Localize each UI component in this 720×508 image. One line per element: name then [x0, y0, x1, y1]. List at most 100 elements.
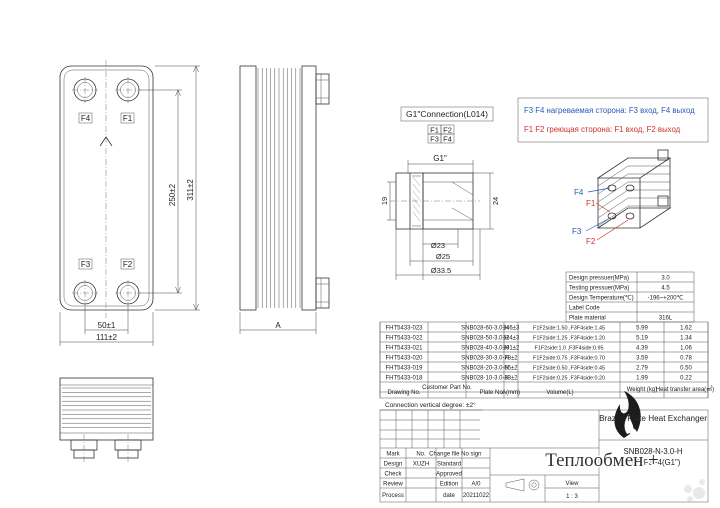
- iso-label-f1: F1: [586, 199, 596, 208]
- avito-watermark-icon: [684, 479, 705, 502]
- port-label-f2: F2: [123, 260, 133, 269]
- note-heating-side: F1 F2 греющая сторона: F1 вход, F2 выход: [524, 125, 681, 134]
- spec-row: Plate material 316L: [569, 316, 673, 322]
- svg-text:F1F2side:1.0 ,F3F4side:0.95: F1F2side:1.0 ,F3F4side:0.95: [535, 346, 604, 352]
- svg-text:Mark: Mark: [386, 452, 400, 458]
- svg-text:F4: F4: [443, 135, 452, 144]
- svg-text:SNB028-20-3.0-H: SNB028-20-3.0-H: [461, 366, 509, 372]
- svg-text:XUZH: XUZH: [413, 462, 429, 468]
- iso-label-f2: F2: [586, 237, 596, 246]
- svg-text:Design Temperature(℃): Design Temperature(℃): [569, 296, 634, 302]
- bottom-view: [59, 377, 154, 462]
- port-code: F1F2F3F4(G1"): [626, 458, 681, 467]
- dim-height: 250±2 311±2: [140, 65, 200, 311]
- iso-label-f4: F4: [574, 188, 584, 197]
- svg-text:SNB028-40-3.0-H: SNB028-40-3.0-H: [461, 346, 509, 352]
- svg-text:0.22: 0.22: [680, 376, 692, 382]
- svg-text:No.: No.: [416, 452, 426, 458]
- flow-arrow-icon: [99, 136, 113, 147]
- svg-text:78±2: 78±2: [504, 356, 518, 362]
- svg-text:Testing pressuer(MPa): Testing pressuer(MPa): [569, 286, 629, 292]
- model-table-header: Drawing No. Customer Part No. Plate No. …: [387, 385, 714, 396]
- svg-text:5.99: 5.99: [636, 326, 648, 332]
- dim-a-label: A: [275, 321, 281, 330]
- svg-text:5.19: 5.19: [636, 336, 648, 342]
- svg-text:124±3: 124±3: [503, 336, 520, 342]
- svg-text:4.39: 4.39: [636, 346, 648, 352]
- svg-text:FHT5433-018: FHT5433-018: [385, 376, 423, 382]
- svg-text:Heat transfer area(㎡): Heat transfer area(㎡): [656, 385, 714, 393]
- port-label-f1: F1: [123, 114, 133, 123]
- svg-text:1.62: 1.62: [680, 326, 692, 332]
- dim-19: 19: [380, 197, 389, 205]
- brand-watermark: Теплообмен + Теплообмен +: [544, 448, 705, 502]
- notes-box: F3 F4 нагреваемая сторона: F3 вход, F4 в…: [517, 97, 709, 143]
- svg-text:FHT5433-022: FHT5433-022: [385, 336, 423, 342]
- svg-text:F1F2side:0.25 ,F3F4side:0.20: F1F2side:0.25 ,F3F4side:0.20: [533, 376, 605, 382]
- dim-24: 24: [491, 197, 500, 205]
- svg-text:Edition: Edition: [440, 482, 458, 488]
- svg-text:Change file No: Change file No: [429, 452, 469, 458]
- svg-text:146±3: 146±3: [503, 326, 520, 332]
- svg-text:Process: Process: [382, 493, 404, 499]
- front-view: F4 F1 F3 F2 250±2 311±2 50±1: [59, 60, 200, 346]
- dim-width: 50±1 111±2: [59, 306, 154, 346]
- port-f1: [115, 77, 141, 103]
- svg-text:Approved: Approved: [436, 472, 462, 478]
- port-f4: [72, 77, 98, 103]
- svg-text:1.06: 1.06: [680, 346, 692, 352]
- svg-text:Plate material: Plate material: [569, 316, 606, 322]
- svg-text:Drawing No.: Drawing No.: [387, 390, 420, 396]
- detail-title: G1"Connection(L014): [406, 109, 488, 119]
- brand-name: Теплообмен +: [545, 450, 659, 471]
- isometric-view: F4 F1 F3 F2: [572, 149, 672, 246]
- svg-text:Design pressuer(MPa): Design pressuer(MPa): [569, 276, 629, 282]
- model-code: SNB028-N-3.0-H: [624, 447, 683, 456]
- svg-text:Check: Check: [384, 472, 402, 478]
- svg-text:101±2: 101±2: [503, 346, 520, 352]
- svg-text:Plate No.: Plate No.: [480, 390, 505, 396]
- svg-text:FHT5433-021: FHT5433-021: [385, 346, 423, 352]
- svg-text:Weight (kg): Weight (kg): [627, 387, 658, 393]
- svg-text:4.5: 4.5: [661, 286, 670, 292]
- svg-text:3.0: 3.0: [661, 276, 670, 282]
- svg-text:2.79: 2.79: [636, 366, 648, 372]
- connection-note: Connection vertical degree: ±2°: [385, 401, 476, 409]
- svg-text:SNB028-50-3.0-H: SNB028-50-3.0-H: [461, 336, 509, 342]
- svg-text:Label Code: Label Code: [569, 306, 600, 312]
- svg-text:Design: Design: [384, 462, 403, 468]
- svg-text:A(mm): A(mm): [502, 390, 520, 396]
- svg-text:1.99: 1.99: [636, 376, 648, 382]
- svg-text:date: date: [443, 493, 455, 499]
- spec-row: Testing pressuer(MPa) 4.5: [569, 286, 670, 292]
- port-label-f3: F3: [81, 260, 91, 269]
- svg-text:1.34: 1.34: [680, 336, 692, 342]
- svg-text:F1F2side:1.25 ,F3F4side:1.20: F1F2side:1.25 ,F3F4side:1.20: [533, 336, 605, 342]
- svg-text:0.78: 0.78: [680, 356, 692, 362]
- svg-text:FHT5433-020: FHT5433-020: [385, 356, 423, 362]
- svg-text:F1: F1: [430, 126, 439, 135]
- svg-text:Standard: Standard: [437, 462, 461, 468]
- dim-height-outer: 311±2: [186, 179, 195, 201]
- svg-text:FHT5433-019: FHT5433-019: [385, 366, 423, 372]
- svg-text:316L: 316L: [659, 316, 673, 322]
- svg-text:20211022: 20211022: [463, 493, 490, 499]
- svg-text:3.59: 3.59: [636, 356, 648, 362]
- svg-text:F1F2side:0.75 ,F3F4side:0.70: F1F2side:0.75 ,F3F4side:0.70: [533, 356, 605, 362]
- dim-d335: Ø33.5: [431, 266, 451, 275]
- svg-text:SNB028-10-3.0-H: SNB028-10-3.0-H: [461, 376, 509, 382]
- dim-width-inner: 50±1: [98, 321, 116, 330]
- connection-detail: G1"Connection(L014) F1 F2 F3 F4 G1": [380, 106, 500, 280]
- dim-d23: Ø23: [431, 241, 445, 250]
- svg-text:A/0: A/0: [471, 482, 481, 488]
- svg-text:Review: Review: [383, 482, 403, 488]
